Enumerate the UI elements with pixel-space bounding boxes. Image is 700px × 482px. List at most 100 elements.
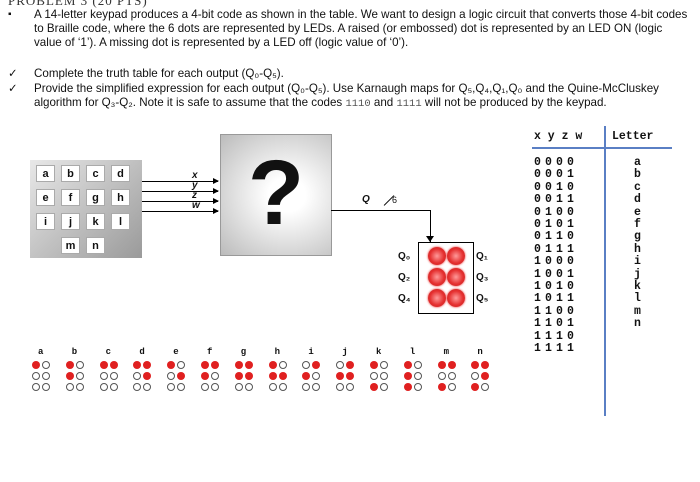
braille-dot [481,361,490,369]
bit: 0 [534,156,541,169]
braille-dot [167,383,176,391]
braille-dot [211,372,219,380]
led-q3 [447,268,465,286]
braille-dot [380,372,388,380]
braille-letter-i: i [308,347,314,357]
braille-dot [133,372,142,380]
checkmark-icon: ✓ [8,82,18,95]
input-label-w: w [192,200,200,211]
task-1-text: Complete the truth table for each output… [34,67,284,80]
checkmark-icon: ✓ [8,67,18,80]
braille-dot [234,372,243,380]
braille-dot [109,372,118,380]
braille-letter-f: f [207,347,213,357]
bit: 0 [545,156,552,169]
label-q2: Q₂ [398,272,411,283]
bit: 0 [556,156,563,169]
key-k[interactable]: k [86,213,105,230]
bit: 1 [567,193,574,207]
wire-w [142,208,219,214]
key-i[interactable]: i [36,213,55,230]
key-n[interactable]: n [86,237,105,254]
braille-dot [143,383,152,391]
bit: 1 [534,280,541,293]
key-g[interactable]: g [86,189,105,206]
input-label-z: z [192,190,197,201]
braille-dot [302,372,311,380]
bit: 1 [556,292,563,306]
task-2: ✓ Provide the simplified expression for … [8,82,692,111]
braille-dot [481,383,490,391]
bit: 0 [556,205,563,219]
question-mark: ? [247,142,305,244]
label-q1: Q₁ [476,251,488,262]
bus-width: 6 [392,195,398,205]
bit: 0 [534,218,541,231]
table-header-bits: x y z w [534,130,583,143]
key-h[interactable]: h [111,189,130,206]
label-q0: Q₀ [398,251,411,262]
braille-dot [312,372,321,380]
bit: 1 [556,230,563,244]
intro-text: A 14-letter keypad produces a 4-bit code… [34,8,688,50]
key-b[interactable]: b [61,165,80,182]
braille-letter-j: j [342,347,348,357]
bit: 1 [545,205,552,219]
braille-dot [201,372,209,380]
braille-dot [403,372,412,380]
braille-dot [143,372,152,380]
bit: 0 [567,329,574,343]
bit: 0 [567,304,574,318]
bit: 1 [534,292,541,306]
bit: 1 [556,242,563,256]
table-letter-n: n [634,317,641,331]
braille-dot [278,383,287,391]
braille-dot [42,372,50,380]
bit: 1 [556,180,563,194]
input-label-y: y [192,180,198,191]
braille-dot [380,383,388,391]
wire-z [142,198,219,204]
bit: 0 [545,168,552,182]
key-e[interactable]: e [36,189,55,206]
braille-dot [244,372,253,380]
braille-dot [336,383,345,391]
braille-dot [99,383,108,391]
bit: 0 [556,267,563,281]
table-letter-i: i [634,255,641,269]
key-m[interactable]: m [61,237,80,254]
braille-dot [133,383,142,391]
braille-letter-k: k [376,347,382,357]
key-d[interactable]: d [111,165,130,182]
table-letter-m: m [634,304,641,318]
key-l[interactable]: l [111,213,130,230]
bit: 1 [534,342,541,355]
bit: 1 [534,304,541,318]
led-q4 [428,289,446,307]
led-panel [418,242,474,314]
braille-dot [447,372,456,380]
braille-dot [75,372,84,380]
led-q1 [447,247,465,265]
table-letter-k: k [634,280,641,293]
bit: 1 [567,317,574,331]
key-c[interactable]: c [86,165,105,182]
bit: 1 [534,317,541,331]
key-f[interactable]: f [61,189,80,206]
bullet-icon: ▪ [8,9,12,20]
braille-dot [403,361,412,369]
bit: 0 [567,230,574,244]
braille-dot [32,361,40,369]
key-a[interactable]: a [36,165,55,182]
braille-dot [312,361,321,369]
braille-dot [99,372,108,380]
bit: 1 [534,267,541,281]
key-j[interactable]: j [61,213,80,230]
